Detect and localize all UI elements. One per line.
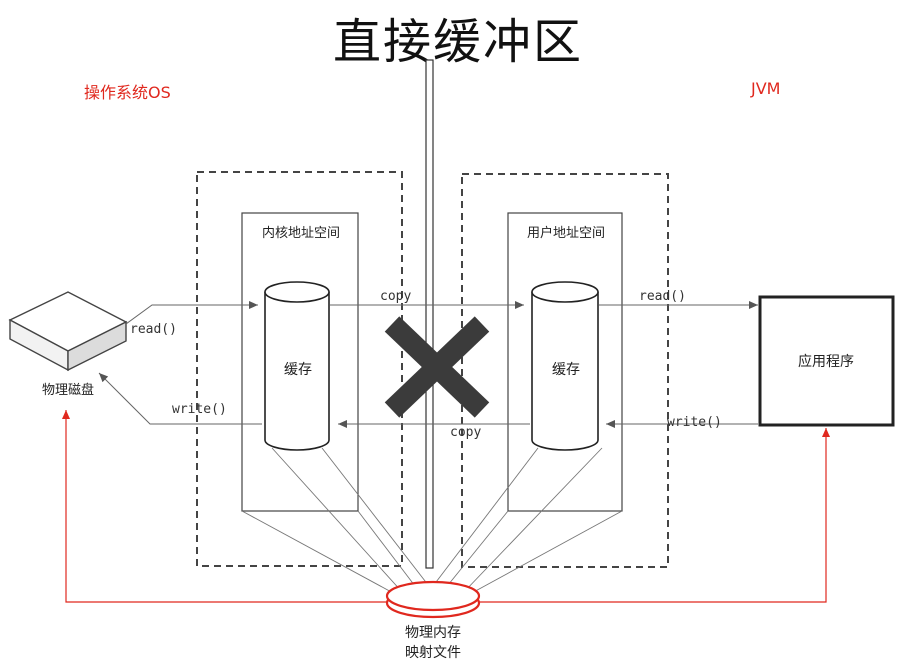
disk-icon — [8, 291, 128, 372]
arrow-disk-write — [98, 372, 262, 425]
kernel-space-label: 内核地址空间 — [262, 225, 340, 241]
app-box — [758, 295, 895, 427]
mapping-lines — [241, 447, 623, 595]
arrow-disk-read — [125, 301, 258, 325]
divider-bar — [425, 59, 434, 569]
copy-top-label: copy — [380, 289, 411, 304]
disk-write-label: write() — [172, 402, 227, 417]
mapped-label-line1: 物理内存 — [405, 625, 461, 641]
jvm-label: JVM — [751, 79, 781, 98]
kernel-cache-cylinder — [264, 281, 330, 451]
user-cache-label: 缓存 — [552, 362, 580, 378]
kernel-space-box — [241, 212, 359, 512]
app-write-label: write() — [667, 415, 722, 430]
cross-icon — [384, 316, 490, 418]
red-arrow-to-disk — [62, 410, 390, 603]
app-label: 应用程序 — [798, 353, 854, 370]
jvm-region-dashed — [461, 173, 669, 568]
page-title: 直接缓冲区 — [332, 14, 583, 70]
kernel-cache-label: 缓存 — [284, 362, 312, 378]
mapped-memory-icon — [385, 580, 481, 619]
disk-label: 物理磁盘 — [42, 382, 94, 398]
mapped-label-line2: 映射文件 — [405, 645, 461, 661]
copy-bottom-label: copy — [450, 425, 481, 440]
red-arrow-to-app — [476, 428, 830, 603]
app-read-label: read() — [639, 289, 686, 304]
os-region-dashed — [196, 171, 403, 567]
os-label: 操作系统OS — [84, 83, 171, 102]
user-cache-cylinder — [531, 281, 599, 451]
disk-read-label: read() — [130, 322, 177, 337]
user-space-label: 用户地址空间 — [527, 225, 605, 241]
